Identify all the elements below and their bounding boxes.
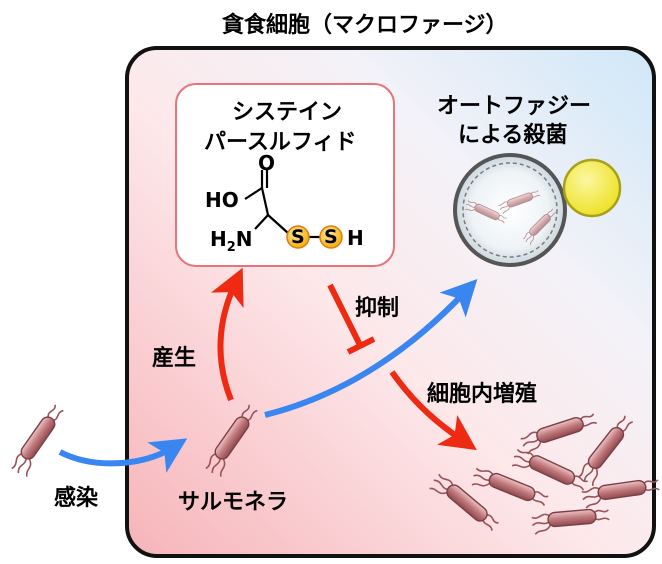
autophagosome: [453, 153, 567, 267]
inhibition-line: [327, 283, 363, 347]
cysteine-persulfide-structure: [244, 170, 320, 239]
inhibition-bar: [346, 336, 376, 355]
sulfur-atom-2: [319, 225, 343, 249]
diagram-title: 貪食細胞（マクロファージ）: [222, 13, 508, 38]
atom-s2: S: [324, 226, 338, 248]
cysteine-persulfide-label-line1: システイン: [232, 100, 343, 125]
atom-nh2: H2N: [210, 227, 253, 255]
intracellular-growth-label: 細胞内増殖: [427, 382, 538, 407]
salmonella-label: サルモネラ: [178, 490, 289, 515]
autophagy-label-line2: による殺菌: [458, 123, 568, 148]
cysteine-persulfide-box: [175, 83, 395, 267]
atom-ho: HO: [205, 188, 239, 212]
infection-arrow: [58, 438, 188, 473]
atom-o: O: [258, 151, 276, 175]
atom-nh2-sub: 2: [226, 240, 236, 255]
atom-nh2-n: N: [235, 227, 253, 251]
autophagy-label-line1: オートファジー: [437, 94, 592, 119]
atom-s1: S: [291, 226, 305, 248]
production-label: 産生: [152, 346, 197, 371]
bacterium-outside: [8, 402, 71, 480]
atom-h: H: [347, 226, 364, 250]
atom-nh2-h: H: [210, 227, 227, 251]
autophagosome-inner-membrane: [462, 162, 558, 258]
autophagy-arrow: [264, 278, 478, 418]
production-arrow: [211, 267, 244, 402]
growth-arrow: [389, 370, 477, 451]
inhibition-label: 抑制: [355, 296, 400, 321]
infection-label: 感染: [54, 486, 99, 511]
cysteine-persulfide-label-line2: パースルフィド: [204, 130, 357, 155]
sulfur-atom-1: [286, 225, 310, 249]
lysosome: [562, 158, 622, 218]
